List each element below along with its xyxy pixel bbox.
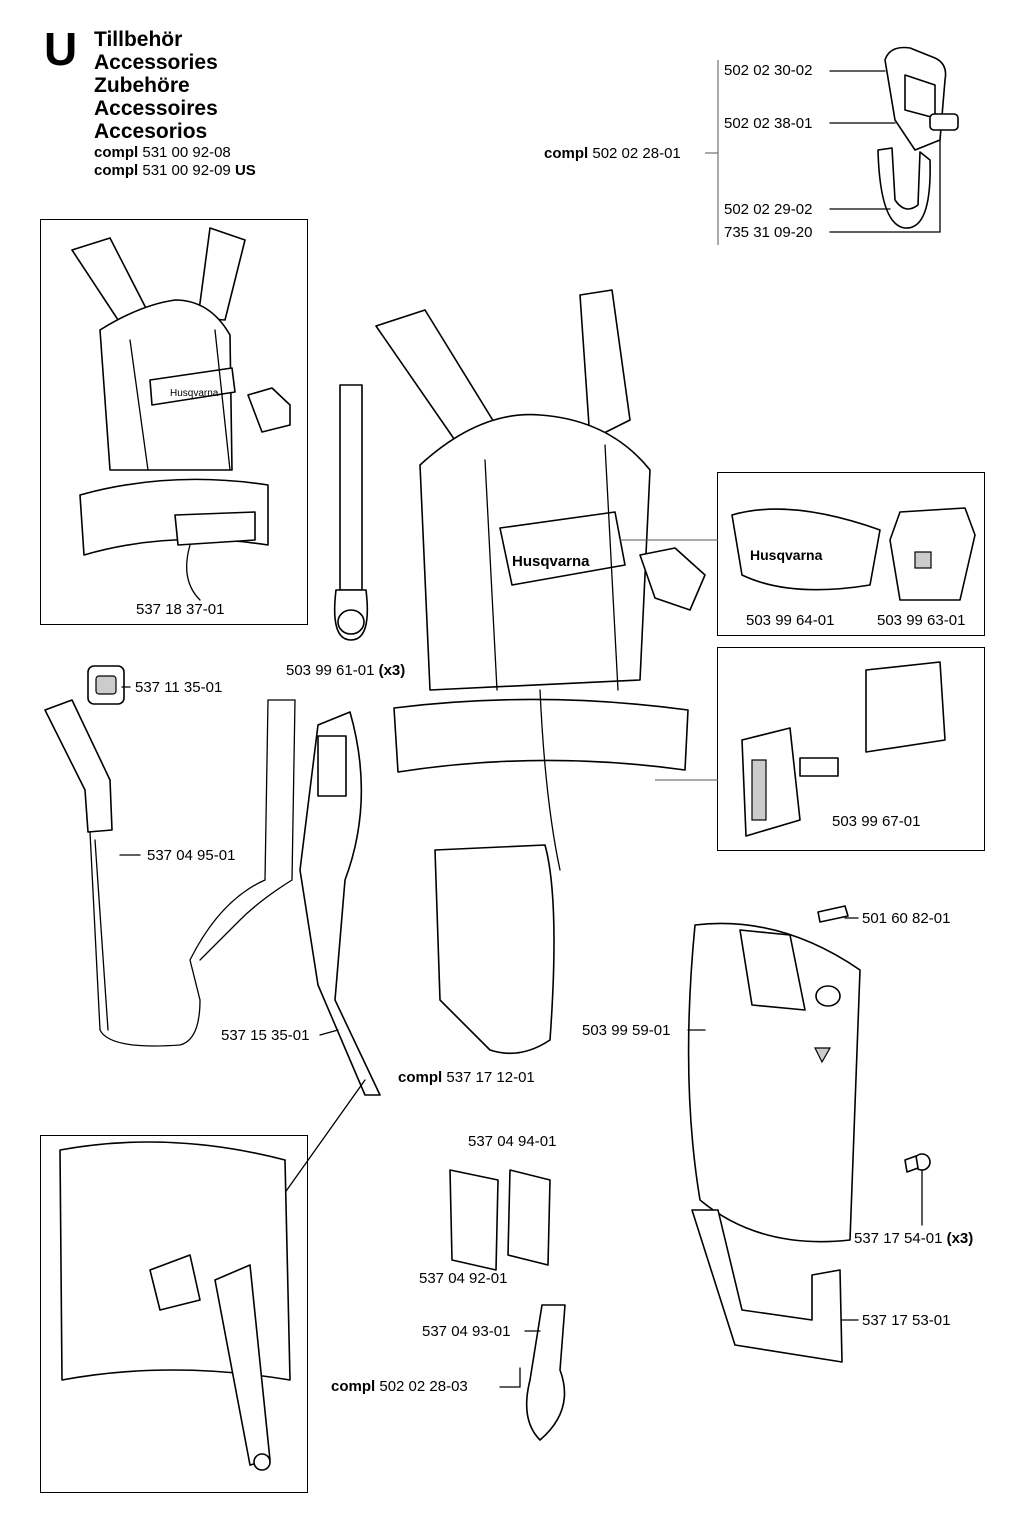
quantity: (x3)	[946, 1230, 974, 1247]
part-label: 502 02 29-02	[724, 201, 813, 218]
compl-part-label: compl 502 02 28-01	[544, 145, 681, 162]
compl-word: compl	[94, 162, 139, 179]
compl-number: 531 00 92-08	[142, 144, 231, 161]
title-german: Zubehöre	[94, 74, 190, 97]
quantity: (x3)	[378, 662, 406, 679]
part-number: 537 17 54-01	[854, 1230, 943, 1247]
compl-kit-1: compl 531 00 92-08	[94, 144, 231, 162]
hook-assembly-illustration	[877, 46, 959, 229]
part-number: 502 02 28-03	[379, 1378, 468, 1395]
part-label: 735 31 09-20	[724, 224, 813, 241]
belt-clip-illustrations	[449, 1169, 566, 1441]
brand-logo-pad: Husqvarna	[750, 547, 823, 563]
compl-part-label: compl 502 02 28-03	[331, 1378, 468, 1395]
screw-illustration	[904, 1153, 931, 1173]
compl-kit-2: compl 531 00 92-09 US	[94, 162, 256, 180]
part-label: 537 04 92-01	[419, 1270, 508, 1287]
us-suffix: US	[234, 162, 256, 179]
buckle-and-long-strap-illustration	[44, 665, 296, 1047]
part-label: 537 04 95-01	[147, 847, 236, 864]
buckle-illustration	[741, 661, 946, 837]
part-number: 502 02 28-01	[592, 145, 681, 162]
hip-pad-illustrations: Husqvarna	[731, 507, 976, 601]
section-letter: U	[44, 23, 78, 75]
part-label: 537 11 35-01	[135, 679, 223, 696]
part-label: 502 02 38-01	[724, 115, 813, 132]
part-label: 502 02 30-02	[724, 62, 813, 79]
part-label: 537 04 94-01	[468, 1133, 557, 1150]
part-label: 537 17 53-01	[862, 1312, 951, 1329]
compl-word: compl	[398, 1069, 443, 1086]
part-label-with-qty: 503 99 61-01 (x3)	[286, 662, 405, 679]
compl-word: compl	[331, 1378, 376, 1395]
compl-word: compl	[94, 144, 139, 161]
strap-illustration	[333, 384, 369, 641]
adjustment-strap-illustration	[299, 711, 381, 1096]
brand-logo: Husqvarna	[512, 553, 590, 570]
part-label: 537 18 37-01	[136, 601, 225, 618]
part-label-with-qty: 537 17 54-01 (x3)	[854, 1230, 973, 1247]
title-french: Accessoires	[94, 97, 218, 120]
part-label: 503 99 63-01	[877, 612, 966, 629]
part-label: 503 99 59-01	[582, 1022, 671, 1039]
part-label: 537 04 93-01	[422, 1323, 511, 1340]
part-number: 537 17 12-01	[446, 1069, 535, 1086]
compl-number: 531 00 92-09	[142, 162, 231, 179]
part-label: 537 15 35-01	[221, 1027, 310, 1044]
title-english: Accessories	[94, 51, 218, 74]
part-number: 503 99 61-01	[286, 662, 375, 679]
main-harness-illustration: Husqvarna	[375, 289, 706, 1055]
title-spanish: Accesorios	[94, 120, 208, 143]
compl-part-label: compl 537 17 12-01	[398, 1069, 535, 1086]
strap-fitting-detail-illustration	[59, 1141, 291, 1471]
brand-logo-small: Husqvarna	[170, 388, 219, 399]
part-label: 503 99 67-01	[832, 813, 921, 830]
title-swedish: Tillbehör	[94, 28, 183, 51]
part-label: 501 60 82-01	[862, 910, 951, 927]
compl-word: compl	[544, 145, 589, 162]
part-label: 503 99 64-01	[746, 612, 835, 629]
holster-illustration	[687, 905, 861, 1243]
harness-overview-illustration: Husqvarna	[71, 227, 291, 601]
u-bracket-illustration	[691, 1209, 843, 1363]
